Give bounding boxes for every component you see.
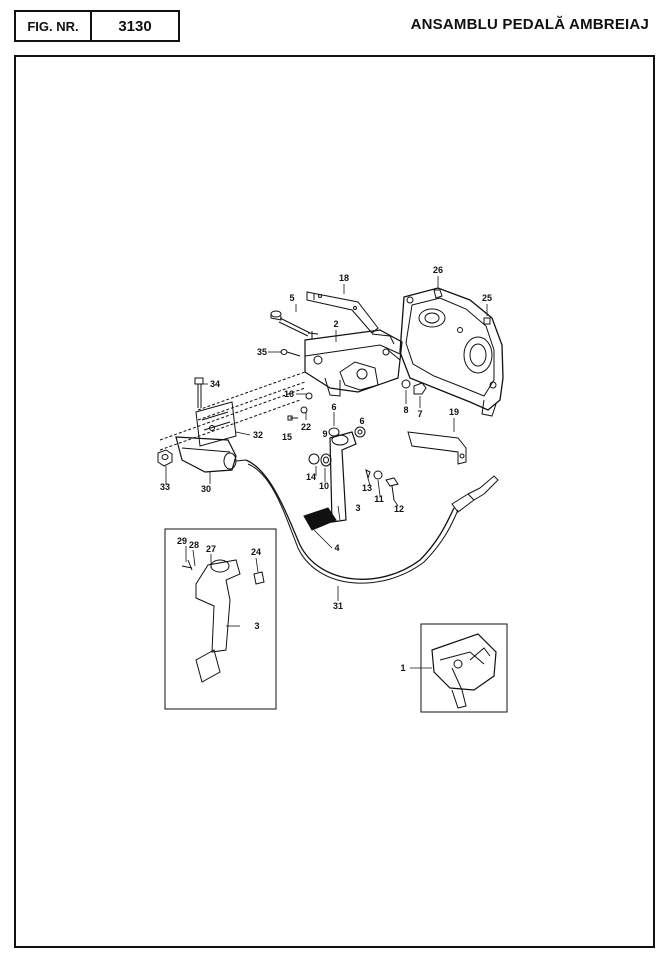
figure-number: 3130 (118, 17, 152, 35)
callout-19: 19 (449, 407, 459, 417)
callout-27: 27 (206, 544, 216, 554)
callout-3b: 3 (254, 621, 259, 631)
callout-6b: 6 (359, 416, 364, 426)
callout-10: 10 (319, 481, 329, 491)
callout-29: 29 (177, 536, 187, 546)
figure-number-box: FIG. NR. 3130 (14, 10, 180, 42)
clutch-pedal (303, 431, 357, 531)
cross-member (159, 371, 306, 451)
callout-31: 31 (333, 601, 343, 611)
callout-5: 5 (289, 293, 294, 303)
callout-28: 28 (189, 540, 199, 550)
inset-pedal-box (164, 528, 277, 710)
page-title: ANSAMBLU PEDALĂ AMBREIAJ (410, 16, 649, 33)
callout-labels: 18 5 2 35 34 16 22 15 32 30 33 26 25 8 7… (160, 265, 492, 673)
clutch-cable (245, 459, 499, 584)
callout-18: 18 (339, 273, 349, 283)
callout-25: 25 (482, 293, 492, 303)
callout-30: 30 (201, 484, 211, 494)
leader-lines (165, 276, 488, 669)
diagram-frame (14, 55, 655, 948)
clutch-master-cylinder (175, 436, 247, 473)
side-bracket (195, 401, 237, 447)
callout-7: 7 (417, 409, 422, 419)
callout-11: 11 (374, 494, 384, 504)
assembly-thumbnail (431, 633, 497, 709)
callout-14: 14 (306, 472, 316, 482)
callout-1: 1 (400, 663, 405, 673)
small-hardware (287, 289, 491, 421)
callout-12: 12 (394, 504, 404, 514)
figure-label: FIG. NR. (16, 12, 92, 40)
mounting-plate (399, 287, 504, 417)
callout-13: 13 (362, 483, 372, 493)
inset-pedal (181, 559, 265, 683)
callout-15: 15 (282, 432, 292, 442)
bolt (280, 349, 301, 357)
callout-26: 26 (433, 265, 443, 275)
pivot-bolt (270, 310, 319, 339)
callout-6a: 6 (331, 402, 336, 412)
callout-16: 16 (284, 389, 294, 399)
callout-33: 33 (160, 482, 170, 492)
callout-22: 22 (301, 422, 311, 432)
upper-bracket (306, 291, 379, 334)
nut (157, 449, 173, 467)
callout-8: 8 (403, 405, 408, 415)
bolt (194, 377, 204, 408)
callout-35: 35 (257, 347, 267, 357)
pedal-bracket (304, 329, 403, 397)
callout-3a: 3 (355, 503, 360, 513)
callout-34: 34 (210, 379, 220, 389)
cable-bracket (407, 431, 467, 465)
callout-9: 9 (322, 429, 327, 439)
callout-4: 4 (334, 543, 339, 553)
bushings (308, 426, 399, 501)
callout-24: 24 (251, 547, 261, 557)
callout-32: 32 (253, 430, 263, 440)
callout-2: 2 (333, 319, 338, 329)
